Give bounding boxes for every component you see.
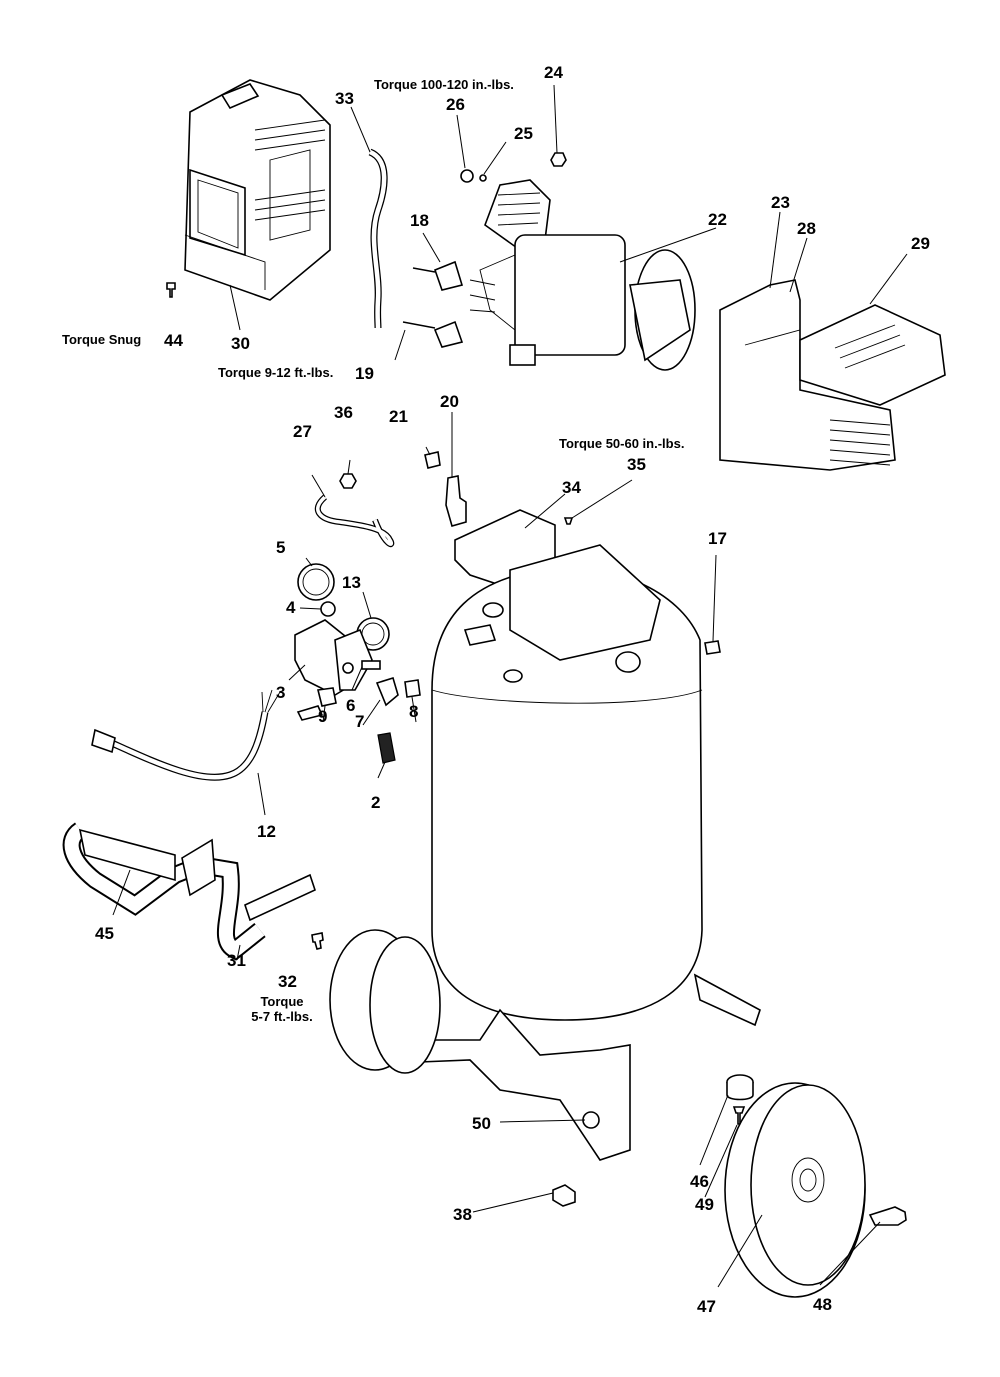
callout-13: 13 (342, 573, 361, 592)
part-33-tube-inner (368, 149, 387, 329)
callout-46: 46 (690, 1172, 709, 1191)
part-30-shroud (184, 79, 331, 301)
callout-33: 33 (335, 89, 354, 108)
part-46-bumper (726, 1074, 754, 1101)
torque-note-32: Torque 5-7 ft.-lbs. (242, 994, 322, 1025)
callout-27: 27 (293, 422, 312, 441)
leader-lines (112, 84, 908, 1288)
part-24-nut (550, 152, 567, 167)
callout-18: 18 (410, 211, 429, 230)
part-44-screw (166, 282, 176, 298)
callout-32: 32 (278, 972, 297, 991)
part-20-safety-valve (445, 475, 467, 527)
part-18-bolt-top (412, 267, 436, 273)
callout-38: 38 (453, 1205, 472, 1224)
callout-8: 8 (409, 702, 419, 721)
callout-25: 25 (514, 124, 533, 143)
torque-note-44: Torque Snug (62, 332, 142, 347)
callout-7: 7 (355, 712, 365, 731)
callout-29: 29 (911, 234, 930, 253)
part-12-power-cord (91, 689, 281, 781)
torque-note-35: Torque 50-60 in.-lbs. (559, 436, 685, 451)
part-25-washer (479, 174, 487, 182)
callout-44: 44 (164, 331, 183, 350)
part-17-clip (704, 640, 721, 655)
part-22-pump-motor (469, 179, 696, 371)
callout-34: 34 (562, 478, 581, 497)
part-7-fitting (375, 676, 399, 707)
callout-24: 24 (544, 63, 563, 82)
part-6-nipple (361, 660, 381, 670)
torque-note-19: Torque 9-12 ft.-lbs. (218, 365, 334, 380)
callout-28: 28 (797, 219, 816, 238)
part-9-valve (296, 687, 337, 721)
callout-26: 26 (446, 95, 465, 114)
callout-22: 22 (708, 210, 727, 229)
callout-31: 31 (227, 951, 246, 970)
part-47-wheel (724, 1082, 866, 1298)
torque-note-32-line2: 5-7 ft.-lbs. (251, 1008, 313, 1024)
part-36-nut (339, 473, 357, 489)
callout-45: 45 (95, 924, 114, 943)
part-21-fitting (424, 451, 441, 469)
callout-35: 35 (627, 455, 646, 474)
callout-20: 20 (440, 392, 459, 411)
callout-36: 36 (334, 403, 353, 422)
part-29-cover (799, 304, 946, 406)
callout-17: 17 (708, 529, 727, 548)
part-31-handle (62, 822, 316, 961)
part-48-axle-bolt (868, 1206, 907, 1226)
callout-23: 23 (771, 193, 790, 212)
callout-48: 48 (813, 1295, 832, 1314)
base-frame (387, 973, 761, 1161)
torque-note-32-line1: Torque (260, 994, 304, 1009)
callout-9: 9 (318, 707, 328, 726)
callout-21: 21 (389, 407, 408, 426)
callout-49: 49 (695, 1195, 714, 1214)
part-19-bolt (402, 321, 436, 329)
part-18-filter-top (433, 260, 464, 291)
part-5-gauge (297, 563, 335, 601)
part-35-screw (563, 517, 574, 525)
tank (431, 544, 703, 1021)
callout-19: 19 (355, 364, 374, 383)
part-8-fitting (404, 679, 421, 698)
part-18-filter-bottom (433, 320, 464, 348)
callout-4: 4 (286, 598, 296, 617)
part-27-tube-inner (316, 495, 393, 546)
callout-6: 6 (346, 696, 356, 715)
callout-12: 12 (257, 822, 276, 841)
left-wheel (329, 929, 441, 1074)
callout-3: 3 (276, 683, 286, 702)
part-38-drain-valve (552, 1184, 576, 1207)
callout-2: 2 (371, 793, 381, 812)
callout-47: 47 (697, 1297, 716, 1316)
callout-50: 50 (472, 1114, 491, 1133)
part-26-plug (460, 169, 474, 183)
callout-30: 30 (231, 334, 250, 353)
torque-note-26: Torque 100-120 in.-lbs. (374, 77, 514, 92)
callout-5: 5 (276, 538, 286, 557)
part-32-screw (311, 932, 324, 950)
part-3-pressure-switch (294, 619, 373, 696)
part-2-valve (377, 732, 396, 764)
part-4-fitting (320, 601, 336, 617)
